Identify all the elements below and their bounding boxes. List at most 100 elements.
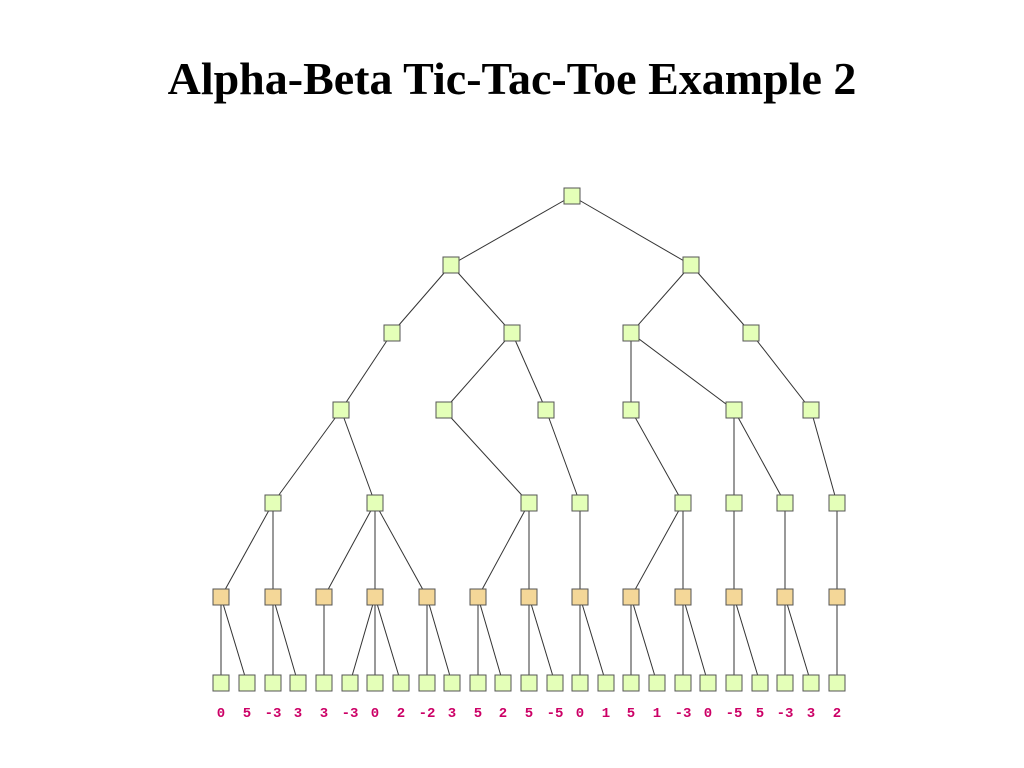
tree-edge <box>349 596 376 684</box>
leaf-value: -3 <box>265 706 282 722</box>
leaf-value: 1 <box>653 706 661 722</box>
tree-edge <box>784 596 812 684</box>
leaf-node <box>571 494 589 512</box>
tree-edge <box>220 596 248 684</box>
leaf-node <box>674 494 692 512</box>
leaf-node <box>622 401 640 419</box>
tree-edge <box>443 409 530 504</box>
leaf-value: -3 <box>342 706 359 722</box>
leaf-node <box>725 494 743 512</box>
leaf-node <box>622 324 640 342</box>
leaf-value: -2 <box>419 706 436 722</box>
min-node <box>469 588 487 606</box>
leaf-node <box>315 674 333 692</box>
tree-edge <box>511 332 547 411</box>
leaf-node <box>332 401 350 419</box>
leaf-value: 0 <box>704 706 712 722</box>
leaf-node <box>563 187 581 205</box>
tree-edge <box>450 195 573 266</box>
leaf-node <box>776 674 794 692</box>
min-node <box>674 588 692 606</box>
min-node <box>622 588 640 606</box>
min-node <box>571 588 589 606</box>
leaf-node <box>699 674 717 692</box>
leaf-value: 5 <box>525 706 533 722</box>
tree-edge <box>340 332 393 411</box>
min-node <box>315 588 333 606</box>
leaf-node <box>212 674 230 692</box>
tree-edge <box>477 502 530 598</box>
leaf-node <box>725 674 743 692</box>
leaf-node <box>802 674 820 692</box>
leaf-node <box>751 674 769 692</box>
leaf-value: 5 <box>243 706 251 722</box>
leaf-node <box>264 674 282 692</box>
leaf-value: 5 <box>627 706 635 722</box>
min-node <box>520 588 538 606</box>
leaf-node <box>674 674 692 692</box>
leaf-value: 2 <box>397 706 405 722</box>
leaf-node <box>442 256 460 274</box>
leaf-value: 0 <box>217 706 225 722</box>
tree-edge <box>690 264 752 334</box>
leaf-node <box>494 674 512 692</box>
tree-edge <box>810 409 838 504</box>
min-node <box>264 588 282 606</box>
leaf-node <box>520 494 538 512</box>
leaf-node <box>742 324 760 342</box>
tree-edge <box>733 409 786 504</box>
tree-edges <box>220 195 838 684</box>
leaf-node <box>828 674 846 692</box>
min-node <box>828 588 846 606</box>
leaf-node <box>366 494 384 512</box>
tree-edge <box>272 409 342 504</box>
tree-edge <box>374 502 428 598</box>
tree-edge <box>733 596 761 684</box>
leaf-node <box>341 674 359 692</box>
tree-edge <box>630 409 684 504</box>
tree-edge <box>571 195 692 266</box>
tree-edge <box>220 502 274 598</box>
tree-edge <box>391 264 452 334</box>
tree-edge <box>630 332 735 411</box>
leaf-value: 3 <box>320 706 328 722</box>
tree-edge <box>630 264 692 334</box>
tree-edge <box>750 332 812 411</box>
leaf-value: 3 <box>294 706 302 722</box>
leaf-value: 3 <box>448 706 456 722</box>
min-node <box>725 588 743 606</box>
leaf-value: -3 <box>675 706 692 722</box>
leaf-value: -3 <box>777 706 794 722</box>
tree-edge <box>545 409 581 504</box>
leaf-node <box>264 494 282 512</box>
leaf-node <box>443 674 461 692</box>
tree-edge <box>630 596 658 684</box>
leaf-value: -5 <box>726 706 743 722</box>
leaf-node <box>546 674 564 692</box>
leaf-node <box>622 674 640 692</box>
tree-edge <box>323 502 376 598</box>
tree-edge <box>426 596 453 684</box>
leaf-value: 2 <box>499 706 507 722</box>
leaf-node <box>469 674 487 692</box>
leaf-value: 0 <box>371 706 379 722</box>
leaf-node <box>520 674 538 692</box>
leaf-value: 0 <box>576 706 584 722</box>
tree-edge <box>272 596 299 684</box>
leaf-node <box>392 674 410 692</box>
leaf-node <box>597 674 615 692</box>
tree-edge <box>579 596 607 684</box>
leaf-node <box>289 674 307 692</box>
leaf-node <box>828 494 846 512</box>
tree-nodes <box>212 187 846 692</box>
leaf-value: 3 <box>807 706 815 722</box>
tree-edge <box>443 332 513 411</box>
leaf-node <box>802 401 820 419</box>
slide-title: Alpha-Beta Tic-Tac-Toe Example 2 <box>167 53 857 104</box>
leaf-node <box>682 256 700 274</box>
leaf-node <box>435 401 453 419</box>
leaf-value: 5 <box>474 706 482 722</box>
tree-edge <box>340 409 376 504</box>
tree-edge <box>477 596 504 684</box>
